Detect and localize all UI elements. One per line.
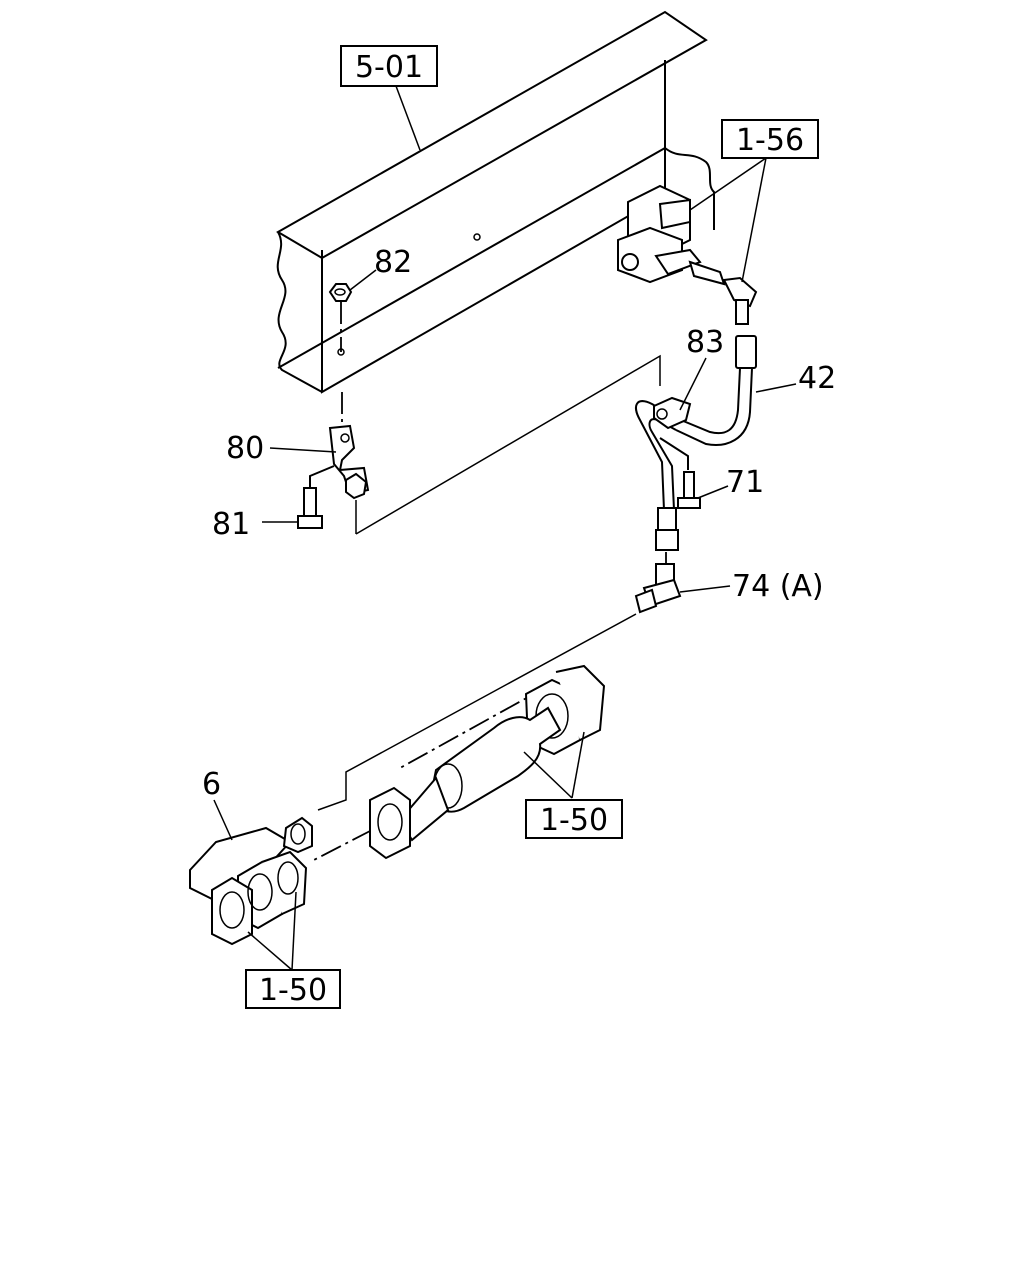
pipe-with-clip-83 — [635, 396, 692, 566]
ref-box-1-50-muffler[interactable]: 1-50 — [525, 799, 623, 839]
label-82: 82 — [374, 245, 412, 280]
hose-42 — [675, 335, 757, 446]
exhaust-brake-valve — [617, 184, 758, 325]
leader-lines — [213, 85, 797, 971]
ref-1-50-muffler-text: 1-50 — [540, 803, 608, 838]
frame-rail — [276, 10, 715, 394]
exhaust-brake-unit-6 — [189, 816, 313, 946]
elbow-fitting-74 — [634, 563, 682, 614]
ref-box-5-01[interactable]: 5-01 — [340, 45, 438, 87]
ref-box-1-56[interactable]: 1-56 — [721, 119, 819, 159]
bolt-71 — [659, 437, 701, 509]
label-71: 71 — [726, 465, 764, 500]
label-6: 6 — [202, 767, 221, 802]
label-42: 42 — [798, 361, 836, 396]
label-81: 81 — [212, 507, 250, 542]
ref-5-01-text: 5-01 — [355, 50, 423, 85]
exhaust-pipe-assembly — [309, 613, 637, 863]
label-83: 83 — [686, 325, 724, 360]
nut-82 — [328, 283, 353, 352]
label-74a: 74 (A) — [732, 569, 824, 604]
assembly-outline — [355, 354, 661, 535]
bolt-81 — [297, 465, 335, 529]
bracket-80 — [328, 392, 370, 500]
ref-1-56-text: 1-56 — [736, 123, 804, 158]
ref-box-1-50-flange[interactable]: 1-50 — [245, 969, 341, 1009]
label-80: 80 — [226, 431, 264, 466]
ref-1-50-flange-text: 1-50 — [259, 973, 327, 1008]
